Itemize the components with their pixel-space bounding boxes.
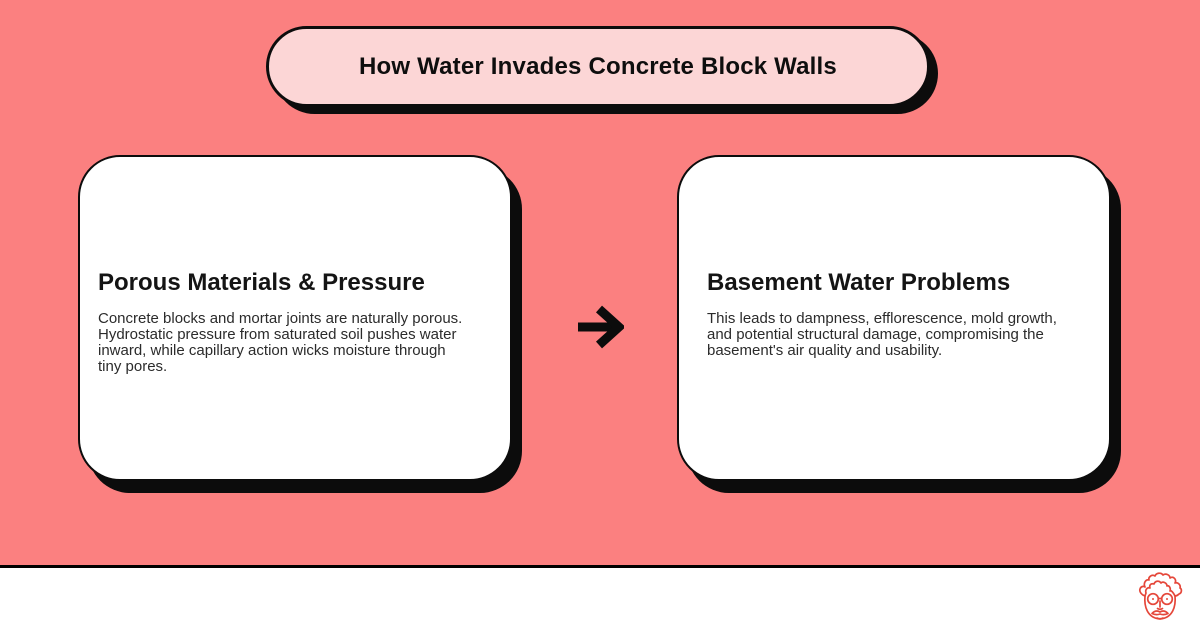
arrow-right-icon	[576, 301, 624, 353]
title-banner: How Water Invades Concrete Block Walls	[266, 26, 930, 107]
card-heading: Porous Materials & Pressure	[98, 269, 425, 296]
page-title: How Water Invades Concrete Block Walls	[359, 52, 837, 80]
footer-bar	[0, 565, 1200, 630]
card-body: Concrete blocks and mortar joints are na…	[98, 310, 463, 375]
card-basement-problems: Basement Water Problems This leads to da…	[677, 155, 1111, 481]
einstein-face-logo-icon	[1137, 572, 1183, 624]
card-heading: Basement Water Problems	[707, 269, 1011, 296]
card-content: Basement Water Problems This leads to da…	[679, 157, 1109, 359]
card-content: Porous Materials & Pressure Concrete blo…	[80, 157, 510, 375]
card-body: This leads to dampness, efflorescence, m…	[707, 310, 1057, 359]
card-porous-materials: Porous Materials & Pressure Concrete blo…	[78, 155, 512, 481]
